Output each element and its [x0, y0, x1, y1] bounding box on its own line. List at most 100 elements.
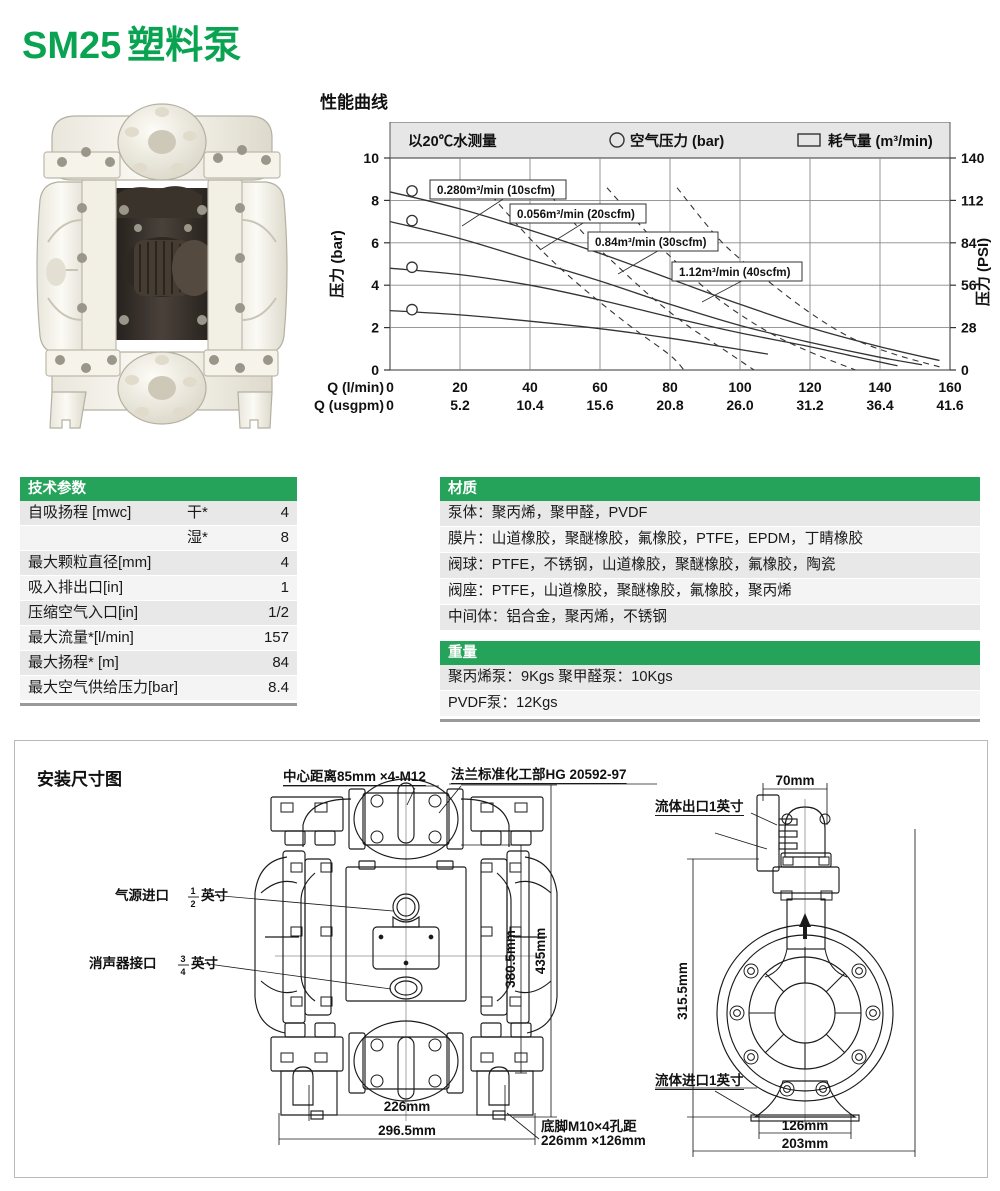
tech-params-rule — [20, 703, 297, 706]
tech-param-value: 8 — [280, 529, 289, 546]
side-view-labels: 70mm 流体出口1英寸 流体进口1英寸 315.5mm 126mm 203mm — [655, 773, 828, 1151]
chart-xtick-usgpm: 26.0 — [726, 397, 753, 413]
materials-rule — [440, 719, 980, 722]
chart-ytick-psi: 28 — [961, 320, 977, 336]
chart-ytick-bar: 6 — [371, 235, 379, 251]
tech-param-sublabel: 干* — [187, 504, 208, 521]
tech-param-label: 吸入排出口[in] — [28, 579, 124, 596]
label-width-203: 203mm — [782, 1136, 829, 1151]
label-width-296: 296.5mm — [378, 1123, 436, 1138]
tech-param-row: 最大颗粒直径[mm] 4 — [20, 551, 297, 576]
svg-text:3: 3 — [180, 954, 185, 964]
tech-param-label: 自吸扬程 [mwc] — [28, 504, 132, 521]
tech-param-value: 8.4 — [268, 679, 289, 696]
product-photo — [22, 92, 302, 437]
material-row: 膜片：山道橡胶，聚醚橡胶，氟橡胶，PTFE，EPDM，丁睛橡胶 — [440, 527, 980, 553]
weight-header: 重量 — [440, 641, 980, 665]
chart-gridlines — [390, 158, 950, 370]
tech-param-value: 4 — [280, 554, 289, 571]
chart-annotations: 0.280m³/min (10scfm)0.056m³/min (20scfm)… — [429, 179, 803, 303]
photo-bottom-manifold — [45, 349, 279, 425]
tech-param-row: 自吸扬程 [mwc] 干* 4 — [20, 501, 297, 526]
chart-xlabel-2: Q (usgpm) — [314, 397, 384, 413]
chart-ytick-bar: 8 — [371, 192, 379, 208]
chart-annotation: 0.056m³/min (20scfm) — [509, 203, 647, 251]
photo-feet — [49, 391, 273, 429]
tech-param-row: 最大扬程* [m]84 — [20, 651, 297, 676]
label-width-126: 126mm — [782, 1118, 829, 1133]
label-height-435: 435mm — [533, 928, 548, 975]
chart-ytick-psi: 0 — [961, 362, 969, 378]
tech-params-header: 技术参数 — [20, 477, 297, 501]
chart-ylabel-right: 压力 (PSI) — [974, 238, 992, 306]
tech-param-row: 压缩空气入口[in]1/2 — [20, 601, 297, 626]
chart-series-air-consumption — [543, 187, 755, 370]
chart-xtick-lmin: 0 — [386, 379, 394, 395]
legend-series1-label: 空气压力 (bar) — [630, 132, 724, 150]
dimension-canvas: 中心距离85mm ×4-M12 法兰标准化工部HG 20592-97 380.5… — [15, 741, 987, 1177]
material-row: 阀球：PTFE，不锈钢，山道橡胶，聚醚橡胶，氟橡胶，陶瓷 — [440, 553, 980, 579]
label-fluid-inlet: 流体进口1英寸 — [655, 1072, 744, 1088]
chart-xlabel: Q (l/min) — [327, 379, 384, 395]
dimension-title: 安装尺寸图 — [37, 770, 122, 789]
label-center-distance: 中心距离85mm ×4-M12 — [283, 768, 426, 784]
label-height-315: 315.5mm — [675, 962, 690, 1020]
chart-xtick-lmin: 100 — [728, 379, 752, 395]
tech-param-value: 157 — [263, 629, 289, 646]
tech-params-table: 技术参数 自吸扬程 [mwc] 干* 4 湿* 8 最大颗粒直径[mm] 4 吸入排出口[in… — [20, 477, 297, 706]
label-depth-70: 70mm — [775, 773, 814, 788]
label-muffler: 消声器接口 3 4 英寸 — [89, 954, 218, 977]
tech-param-label: 最大空气供给压力[bar] — [28, 679, 179, 696]
weight-row: 聚丙烯泵：9Kgs 聚甲醛泵：10Kgs — [440, 665, 980, 691]
label-height-380: 380.5mm — [503, 930, 518, 988]
tech-param-sublabel: 湿* — [187, 529, 208, 546]
circle-marker-icon — [406, 214, 418, 227]
svg-text:气源进口: 气源进口 — [114, 887, 169, 903]
chart-series-pressure — [390, 267, 898, 367]
chart-series-air-consumption — [676, 187, 940, 368]
legend-condition: 以20℃水测量 — [408, 132, 497, 150]
label-width-226: 226mm — [384, 1099, 431, 1114]
chart-series-pressure — [390, 309, 769, 355]
tech-param-label: 压缩空气入口[in] — [28, 604, 139, 621]
chart-xtick-lmin: 140 — [868, 379, 892, 395]
photo-top-manifold — [43, 103, 281, 181]
chart-xtick-lmin: 40 — [522, 379, 538, 395]
chart-xtick-usgpm: 10.4 — [516, 397, 543, 413]
chart-xtick-usgpm: 0 — [386, 397, 394, 413]
page-title-model: SM25 — [22, 25, 122, 67]
chart-xtick-lmin: 80 — [662, 379, 678, 395]
materials-header: 材质 — [440, 477, 980, 501]
svg-text:1: 1 — [190, 886, 195, 896]
chart-ytick-psi: 112 — [961, 192, 984, 208]
chart-xtick-usgpm: 31.2 — [796, 397, 823, 413]
chart-ytick-psi: 84 — [961, 235, 977, 251]
chart-xtick-usgpm: 15.6 — [586, 397, 613, 413]
tech-param-label: 最大扬程* [m] — [28, 654, 119, 671]
label-flange-standard: 法兰标准化工部HG 20592-97 — [451, 766, 627, 782]
front-view-dimensions — [200, 783, 657, 1145]
tech-param-label: 最大颗粒直径[mm] — [28, 554, 152, 571]
chart-ytick-bar: 2 — [371, 320, 379, 336]
weight-row: PVDF泵：12Kgs — [440, 691, 980, 717]
photo-left-chamber — [36, 177, 117, 355]
svg-text:4: 4 — [180, 967, 185, 977]
svg-text:0.056m³/min (20scfm): 0.056m³/min (20scfm) — [517, 208, 635, 221]
tech-param-label: 最大流量*[l/min] — [28, 629, 134, 646]
photo-right-chamber — [207, 177, 288, 355]
chart-ylabel: 压力 (bar) — [328, 230, 346, 298]
chart-xtick-usgpm: 5.2 — [450, 397, 470, 413]
chart-xtick-lmin: 120 — [798, 379, 822, 395]
tech-param-value: 4 — [280, 504, 289, 521]
material-row: 泵体：聚丙烯，聚甲醛，PVDF — [440, 501, 980, 527]
circle-marker-icon — [406, 185, 418, 197]
circle-marker-icon — [406, 303, 418, 316]
front-view — [254, 778, 558, 1121]
